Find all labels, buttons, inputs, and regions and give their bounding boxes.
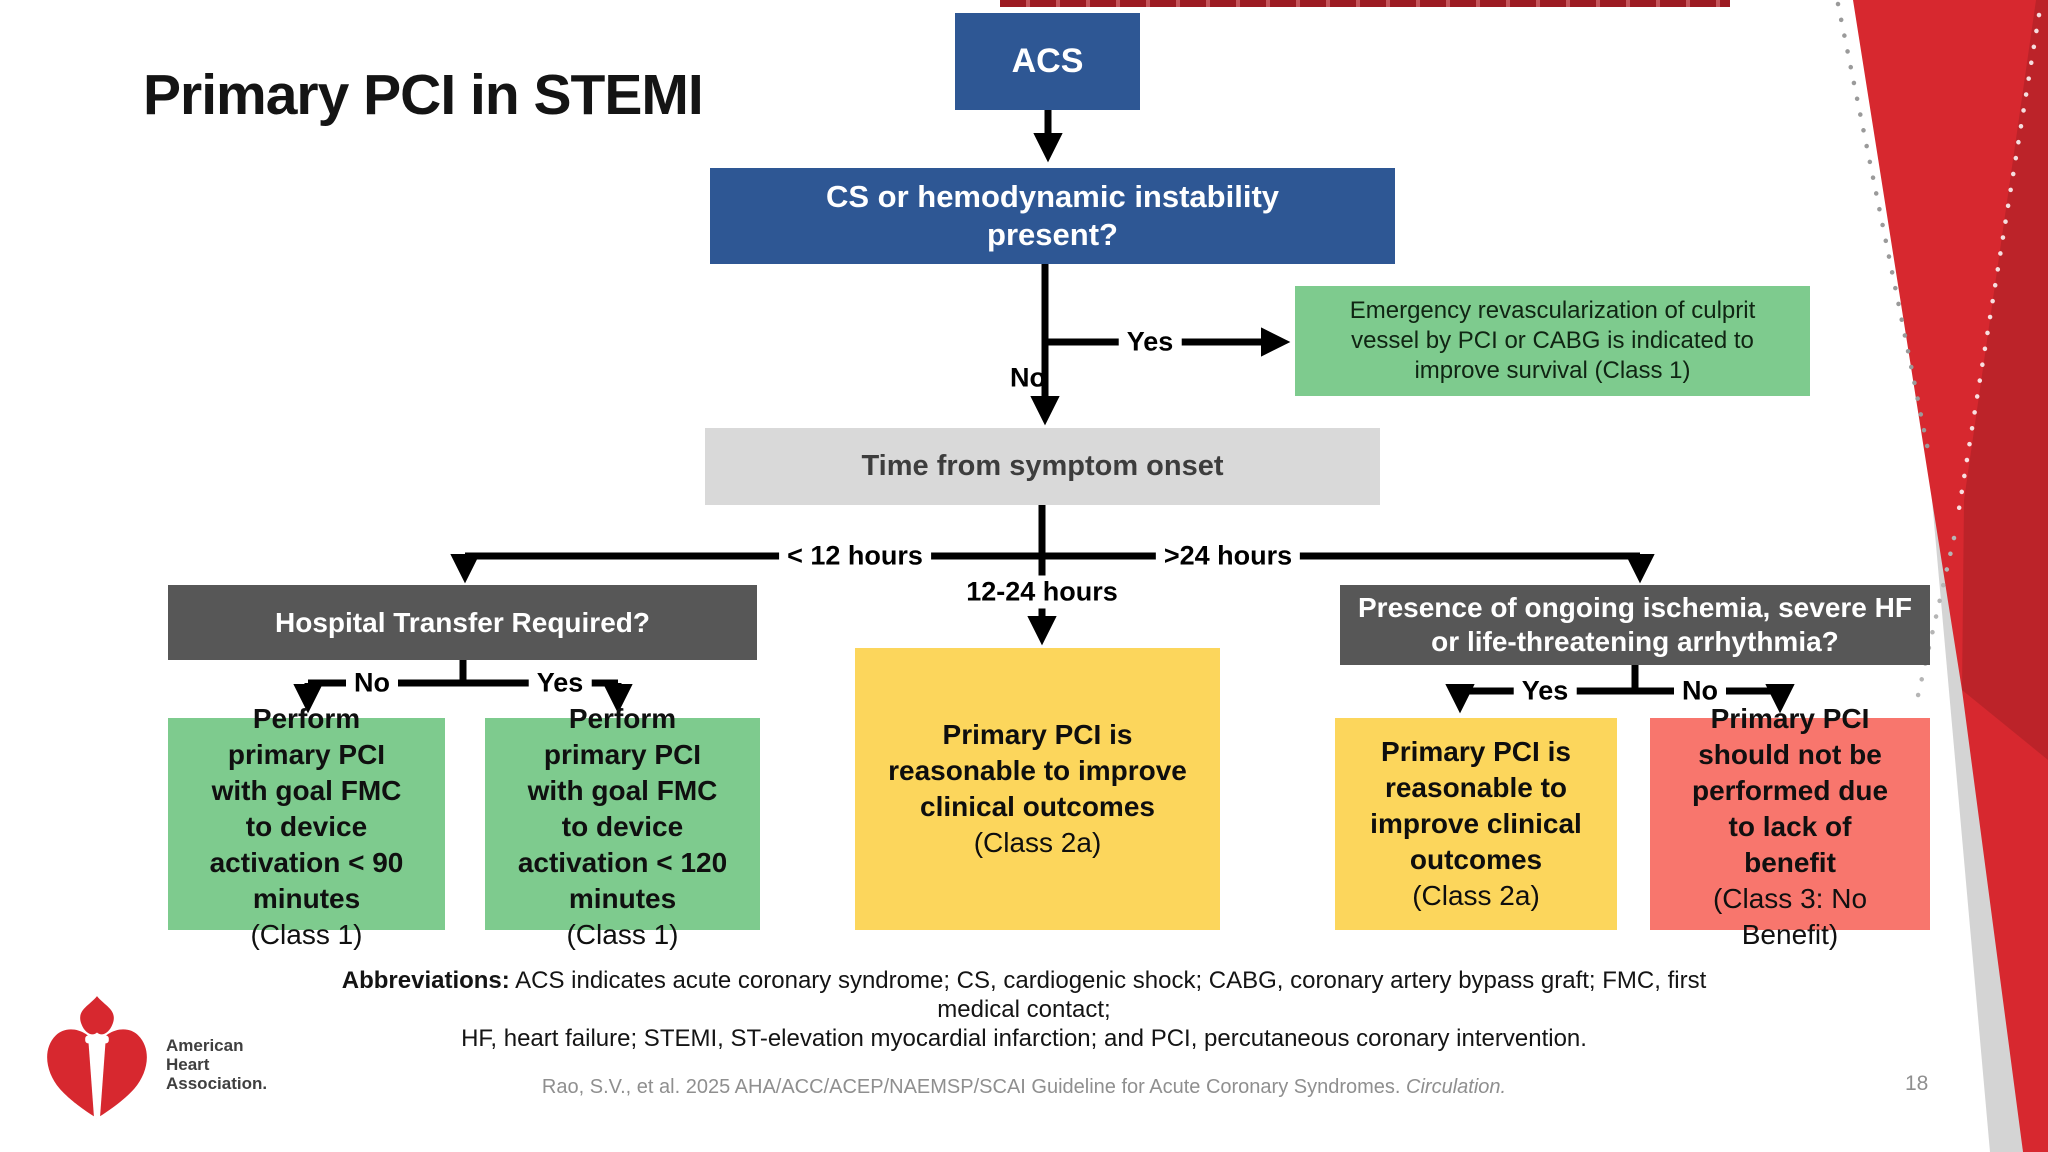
page-title: Primary PCI in STEMI <box>143 63 704 127</box>
edge-label-cs-yes: Yes <box>1118 325 1182 359</box>
edge-label-presence-no: No <box>1674 674 1726 708</box>
abbreviations-line1-text: ACS indicates acute coronary syndrome; C… <box>509 967 1707 994</box>
node-pci-reasonable-right: Primary PCI is reasonable to improve cli… <box>1335 718 1617 930</box>
citation-text: Rao, S.V., et al. 2025 AHA/ACC/ACEP/NAEM… <box>541 1076 1407 1098</box>
node-pci-not-performed-main: Primary PCI should not be performed due … <box>1691 703 1889 878</box>
node-pci-120-minutes-main: Perform primary PCI with goal FMC to dev… <box>517 703 728 914</box>
aha-logo-line3: Association. <box>166 1073 268 1093</box>
top-red-strip-decoration <box>1000 0 1730 7</box>
edge-label-under-12-hours: < 12 hours <box>779 539 931 573</box>
node-pci-reasonable-center-text: Primary PCI is reasonable to improve cli… <box>888 717 1187 861</box>
node-pci-not-performed-text: Primary PCI should not be performed due … <box>1667 701 1913 953</box>
node-hospital-transfer-question: Hospital Transfer Required? <box>168 585 757 660</box>
node-pci-not-performed-class: (Class 3: No Benefit) <box>1712 883 1868 950</box>
node-pci-reasonable-center-main: Primary PCI is reasonable to improve cli… <box>888 719 1187 822</box>
node-pci-120-minutes: Perform primary PCI with goal FMC to dev… <box>485 703 760 950</box>
node-cs-question-label: CS or hemodynamic instability present? <box>825 179 1280 252</box>
edge-label-12-24-hours: 12-24 hours <box>958 575 1126 609</box>
node-pci-90-minutes-class: (Class 1) <box>250 919 363 950</box>
abbreviations-block: Abbreviations: ACS indicates acute coron… <box>184 966 1864 1053</box>
node-pci-reasonable-right-main: Primary PCI is reasonable to improve cli… <box>1370 736 1582 875</box>
node-pci-90-minutes: Perform primary PCI with goal FMC to dev… <box>168 703 445 950</box>
abbreviations-line3: HF, heart failure; STEMI, ST-elevation m… <box>461 1025 1587 1052</box>
abbreviations-heading: Abbreviations: <box>341 967 510 994</box>
node-pci-reasonable-right-text: Primary PCI is reasonable to improve cli… <box>1370 734 1582 914</box>
node-emergency-revascularization: Emergency revascularization of culprit v… <box>1295 286 1810 396</box>
aha-logo-line1: American <box>166 1035 244 1055</box>
aha-logo: American Heart Association. <box>38 990 267 1138</box>
abbreviations-line2: medical contact; <box>937 996 1111 1023</box>
node-pci-reasonable-center: Primary PCI is reasonable to improve cli… <box>855 648 1220 930</box>
node-emergency-revascularization-label: Emergency revascularization of culprit v… <box>1349 297 1756 384</box>
node-cs-question: CS or hemodynamic instability present? <box>710 168 1395 264</box>
node-acs-label: ACS <box>1011 42 1084 80</box>
node-pci-90-minutes-main: Perform primary PCI with goal FMC to dev… <box>209 703 404 914</box>
node-hospital-transfer-question-label: Hospital Transfer Required? <box>275 606 650 638</box>
aha-logo-line2: Heart <box>166 1054 210 1074</box>
node-pci-90-minutes-text: Perform primary PCI with goal FMC to dev… <box>189 701 425 953</box>
node-ongoing-ischemia-question-label: Presence of ongoing ischemia, severe HF … <box>1358 592 1912 657</box>
node-pci-not-performed: Primary PCI should not be performed due … <box>1650 703 1930 950</box>
citation: Rao, S.V., et al. 2025 AHA/ACC/ACEP/NAEM… <box>0 1076 2048 1099</box>
node-time-from-symptom-onset: Time from symptom onset <box>705 428 1380 505</box>
abbreviations-line1: Abbreviations: ACS indicates acute coron… <box>184 966 1864 995</box>
aha-logo-text: American Heart Association. <box>166 1036 267 1093</box>
citation-journal: Circulation. <box>1406 1076 1507 1098</box>
edge-label-over-24-hours: >24 hours <box>1155 539 1301 573</box>
node-ongoing-ischemia-question: Presence of ongoing ischemia, severe HF … <box>1340 585 1930 665</box>
aha-heart-torch-icon <box>47 996 147 1119</box>
edge-label-transfer-yes: Yes <box>528 666 592 700</box>
node-pci-reasonable-center-class: (Class 2a) <box>973 827 1102 858</box>
node-pci-120-minutes-text: Perform primary PCI with goal FMC to dev… <box>501 701 745 953</box>
edge-label-transfer-no: No <box>346 666 398 700</box>
edge-label-cs-no: No <box>1010 362 1046 393</box>
page-number: 18 <box>1905 1072 1929 1095</box>
node-time-from-symptom-onset-label: Time from symptom onset <box>861 450 1224 482</box>
node-acs: ACS <box>955 13 1140 110</box>
node-pci-120-minutes-class: (Class 1) <box>566 919 679 950</box>
edge-label-presence-yes: Yes <box>1513 674 1577 708</box>
node-pci-reasonable-right-class: (Class 2a) <box>1412 880 1540 911</box>
